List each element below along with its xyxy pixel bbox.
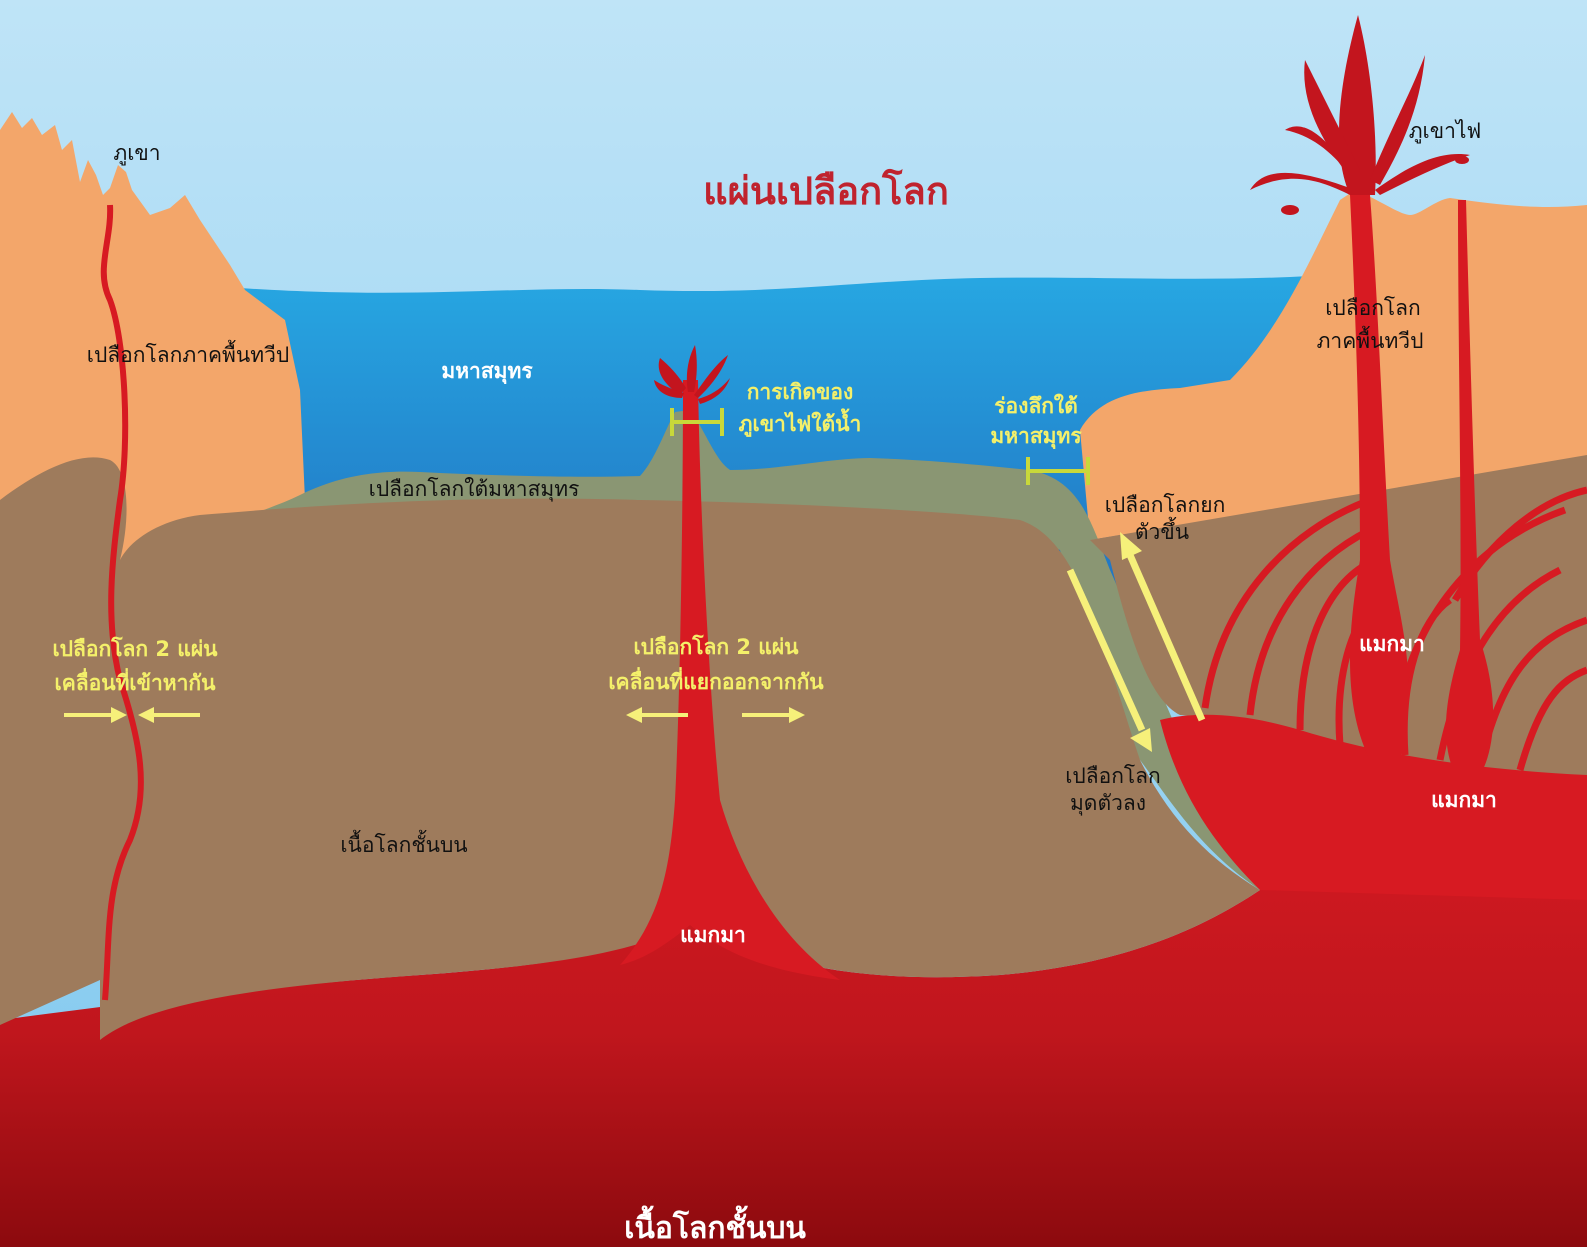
label-upper-mantle-mid: เนื้อโลกชั้นบน	[340, 830, 467, 857]
label-seamount-line2: ภูเขาไฟใต้น้ำ	[739, 408, 862, 438]
label-uplift-line2: ตัวขึ้น	[1135, 517, 1189, 544]
label-continental-crust-right-line2: ภาคพื้นทวีป	[1317, 326, 1424, 353]
label-divergent-line2: เคลื่อนที่แยกออกจากกัน	[608, 666, 824, 694]
label-trench-line2: มหาสมุทร	[990, 424, 1082, 450]
label-uplift-line1: เปลือกโลกยก	[1105, 493, 1226, 517]
label-subduction-line1: เปลือกโลก	[1065, 764, 1161, 788]
label-magma-volcano-1: แมกมา	[1359, 632, 1425, 656]
label-upper-mantle-bottom: เนื้อโลกชั้นบน	[624, 1205, 806, 1246]
label-magma-ridge: แมกมา	[680, 923, 746, 947]
label-volcano: ภูเขาไฟ	[1409, 119, 1482, 144]
label-trench-line1: ร่องลึกใต้	[994, 393, 1078, 418]
label-ocean: มหาสมุทร	[441, 359, 533, 385]
label-magma-volcano-2: แมกมา	[1431, 788, 1497, 812]
label-continental-crust-right-line1: เปลือกโลก	[1325, 296, 1421, 320]
label-seamount-line1: การเกิดของ	[747, 380, 854, 404]
label-subduction-line2: มุดตัวลง	[1070, 791, 1146, 816]
label-convergent-line2: เคลื่อนที่เข้าหากัน	[55, 667, 217, 695]
label-mountain: ภูเขา	[113, 141, 160, 166]
diagram-title: แผ่นเปลือกโลก	[703, 168, 949, 213]
label-convergent-line1: เปลือกโลก 2 แผ่น	[53, 636, 219, 661]
label-oceanic-crust: เปลือกโลกใต้มหาสมุทร	[369, 477, 580, 502]
label-divergent-line1: เปลือกโลก 2 แผ่น	[634, 634, 800, 659]
label-continental-crust-left: เปลือกโลกภาคพื้นทวีป	[87, 340, 289, 367]
